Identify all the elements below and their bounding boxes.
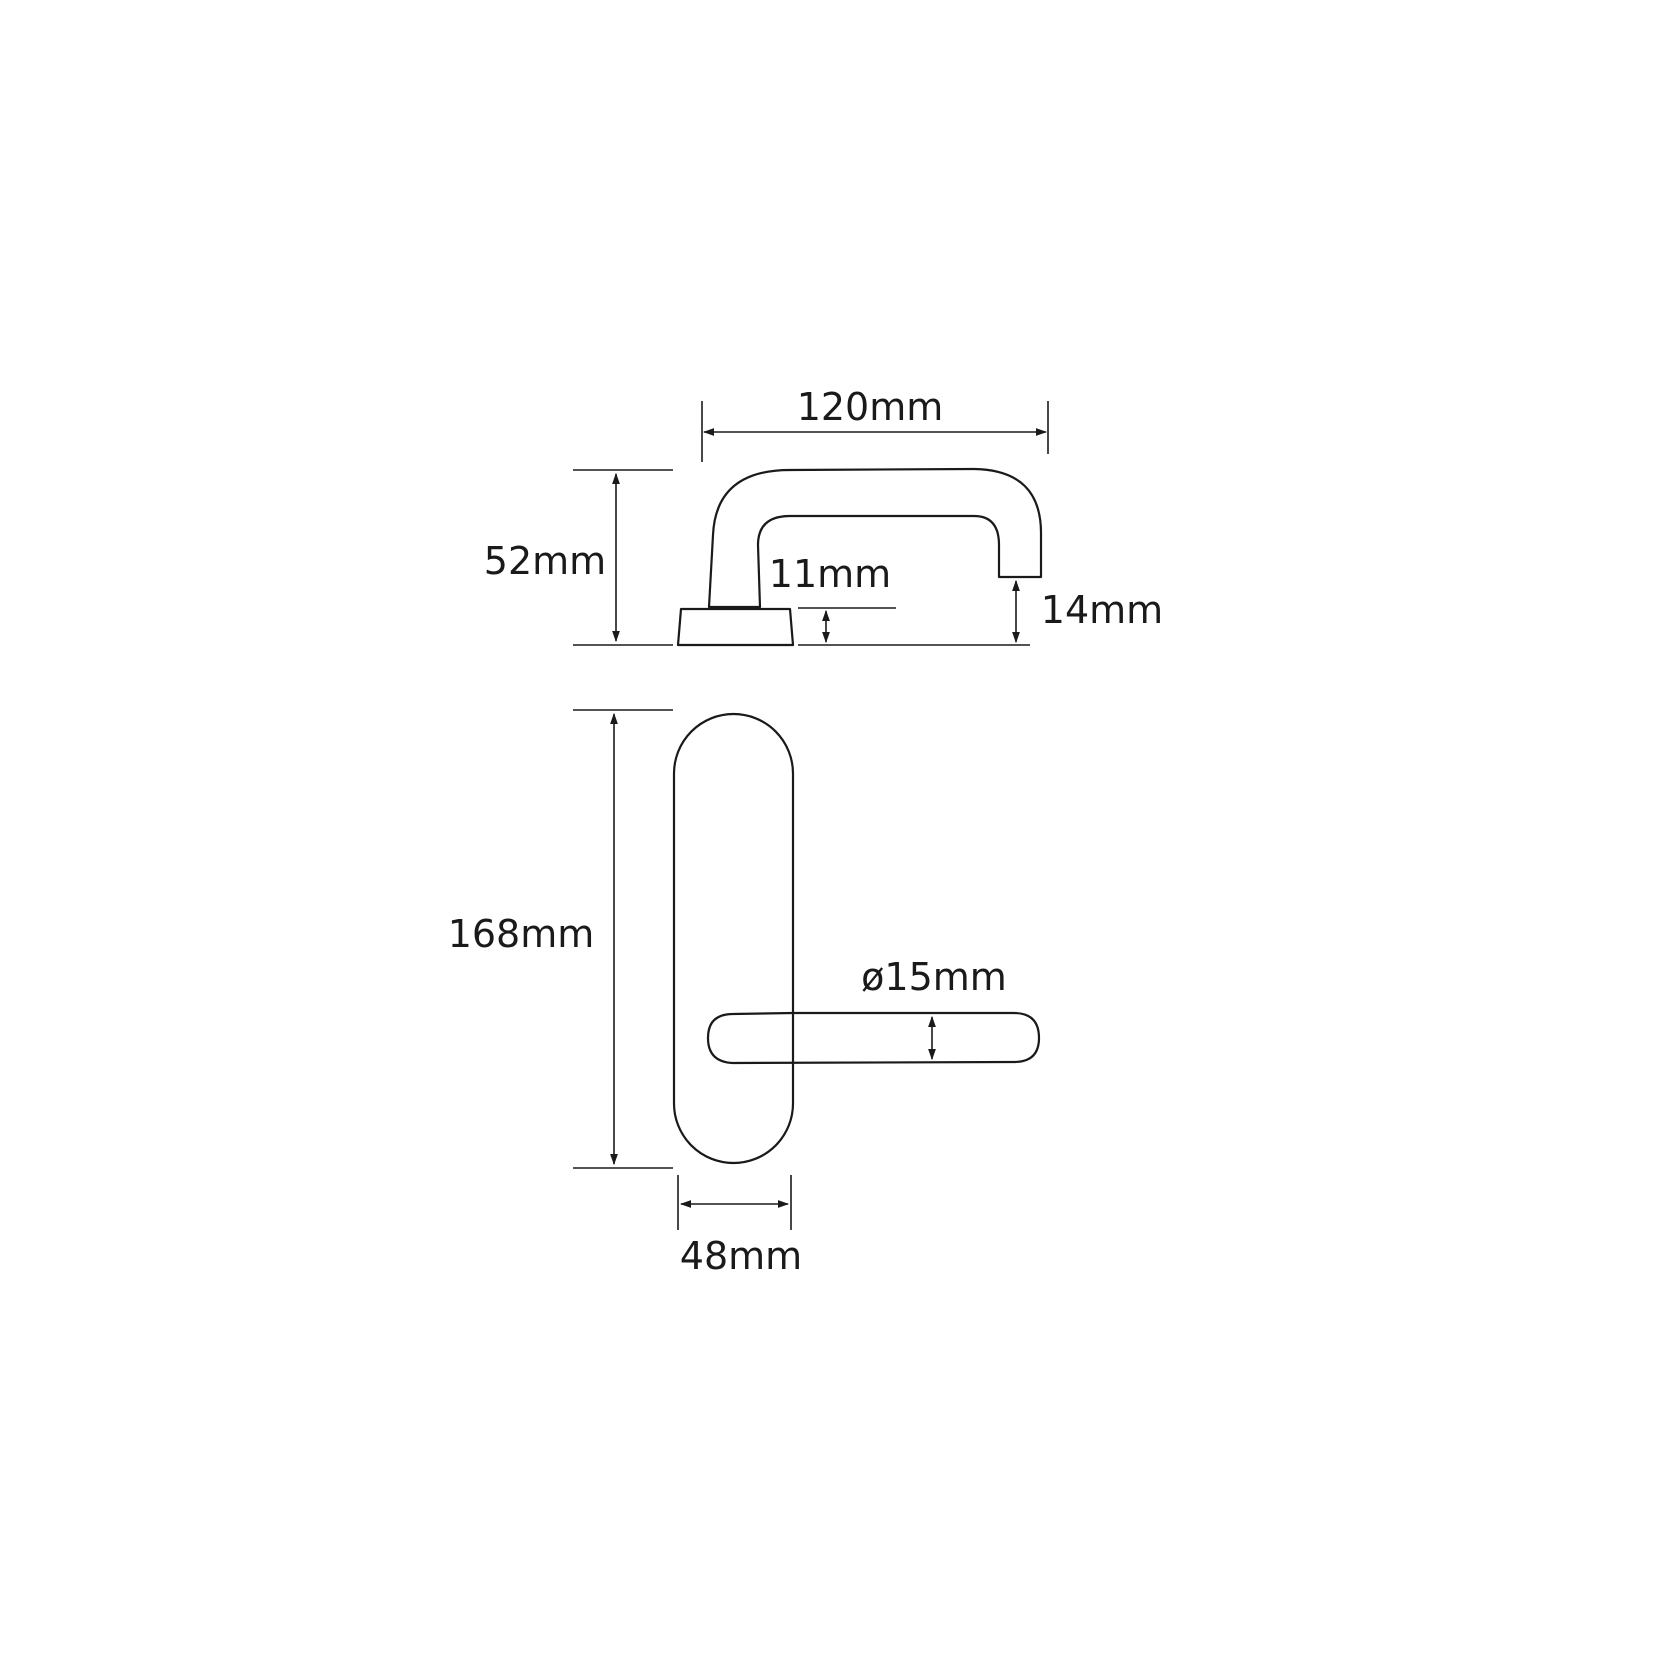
dim-15-label: ø15mm — [861, 955, 1007, 999]
dim-168-label: 168mm — [448, 912, 595, 956]
lever-front — [706, 1011, 1041, 1065]
backplate — [672, 712, 795, 1165]
dim-11-label: 11mm — [769, 552, 891, 596]
dim-48-label: 48mm — [680, 1234, 802, 1278]
dim-52-label: 52mm — [484, 539, 606, 583]
dim-14-label: 14mm — [1041, 588, 1163, 632]
rose-base — [676, 607, 795, 647]
handle-side-profile — [707, 467, 1043, 609]
front-view: 168mm ø15mm 48mm — [448, 709, 1041, 1278]
dim-120-label: 120mm — [797, 385, 944, 429]
side-view: 120mm 52mm 11mm 14mm — [484, 385, 1163, 647]
